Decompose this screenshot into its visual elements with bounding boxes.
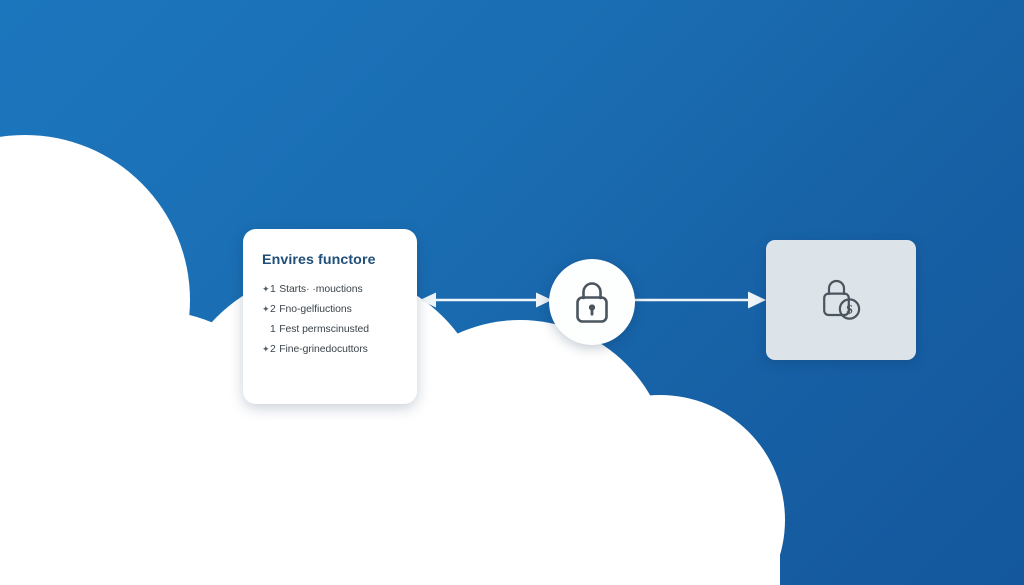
info-card[interactable]: Envires functore ✦ 1 Starts· ·mouctions … — [243, 229, 417, 404]
card-title: Envires functore — [262, 252, 376, 268]
list-item[interactable]: 1 Fest permscinusted — [262, 324, 400, 335]
bullet-icon: ✦ — [262, 284, 270, 294]
lock-node[interactable] — [549, 259, 635, 345]
list-item-label: Fest permscinusted — [279, 324, 369, 335]
card-feature-list: ✦ 1 Starts· ·mouctions ✦ 2 Fno-gelfiucti… — [262, 284, 400, 355]
list-item-number: 1 — [270, 284, 276, 295]
list-item[interactable]: ✦ 2 Fno-gelfiuctions — [262, 304, 400, 315]
list-item-number: 2 — [270, 304, 276, 315]
padlock-icon — [576, 282, 608, 323]
list-item-label: Fno-gelfiuctions — [279, 304, 352, 315]
list-item[interactable]: ✦ 2 Fine-grinedocuttors — [262, 344, 400, 355]
bullet-icon: ✦ — [262, 344, 270, 354]
list-item-number: 1 — [270, 324, 276, 335]
list-item-number: 2 — [270, 344, 276, 355]
list-item-label: Fine-grinedocuttors — [279, 344, 368, 355]
padlock-dollar-icon: $ — [823, 279, 861, 320]
bullet-icon: ✦ — [262, 304, 270, 314]
svg-text:$: $ — [846, 302, 852, 316]
billing-panel[interactable]: $ — [766, 240, 916, 360]
list-item[interactable]: ✦ 1 Starts· ·mouctions — [262, 284, 400, 295]
list-item-label: Starts· ·mouctions — [279, 284, 363, 295]
connector-lock-to-panel — [632, 291, 766, 309]
connector-card-to-lock — [420, 292, 552, 308]
